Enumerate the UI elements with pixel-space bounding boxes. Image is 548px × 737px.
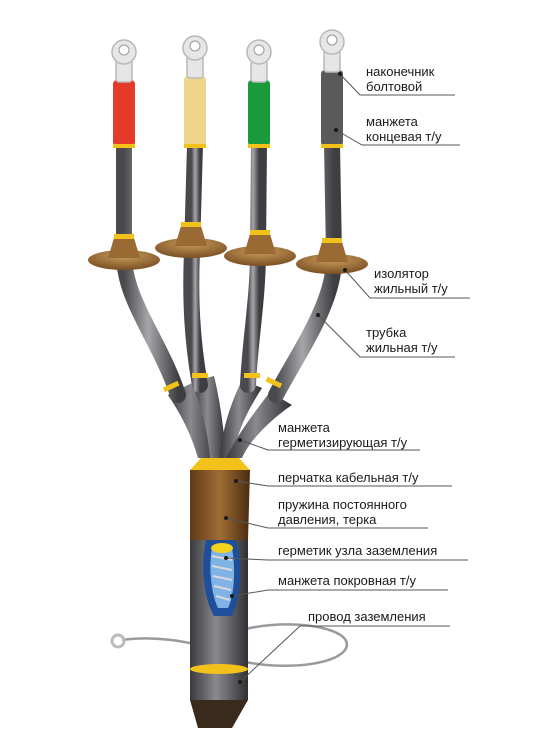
label-end-sleeve: манжета концевая т/у [366, 114, 441, 144]
label-tube: трубка жильная т/у [366, 325, 437, 355]
label-glove: перчатка кабельная т/у [278, 470, 419, 485]
end-sleeves [113, 70, 343, 148]
label-seal-sleeve-line1: манжета [278, 420, 330, 435]
phase-tubes [116, 137, 343, 403]
label-insulator-line2: жильный т/у [374, 281, 448, 296]
label-sealant: герметик узла заземления [278, 543, 437, 558]
cable-glove [190, 458, 250, 540]
label-tube-line2: жильная т/у [366, 340, 438, 355]
label-cover-sleeve-line1: манжета покровная т/у [278, 573, 416, 588]
label-sealant-line1: герметик узла заземления [278, 543, 438, 558]
label-glove-line1: перчатка кабельная т/у [278, 470, 419, 485]
label-insulator: изолятор жильный т/у [374, 266, 448, 296]
label-ground-wire-line1: провод заземления [308, 609, 426, 624]
label-spring: пружина постоянного давления, терка [278, 497, 407, 527]
label-end-sleeve-line2: концевая т/у [366, 129, 442, 144]
label-seal-sleeve-line2: герметизирующая т/у [278, 435, 408, 450]
label-spring-line2: давления, терка [278, 512, 377, 527]
insulators [88, 222, 368, 274]
label-seal-sleeve: манжета герметизирующая т/у [278, 420, 407, 450]
label-spring-line1: пружина постоянного [278, 497, 407, 512]
bolted-lugs [111, 29, 345, 83]
leader-lines [225, 73, 470, 683]
lug-holes [118, 34, 338, 56]
label-insulator-line1: изолятор [374, 266, 429, 281]
label-ground-wire: провод заземления [308, 609, 426, 624]
label-tube-line1: трубка [366, 325, 407, 340]
label-cover-sleeve: манжета покровная т/у [278, 573, 416, 588]
label-lug-line2: болтовой [366, 79, 423, 94]
label-end-sleeve-line1: манжета [366, 114, 418, 129]
label-lug: наконечник болтовой [366, 64, 434, 94]
tube-bands [162, 373, 283, 393]
label-lug-line1: наконечник [366, 64, 435, 79]
leader-dots [224, 72, 347, 684]
